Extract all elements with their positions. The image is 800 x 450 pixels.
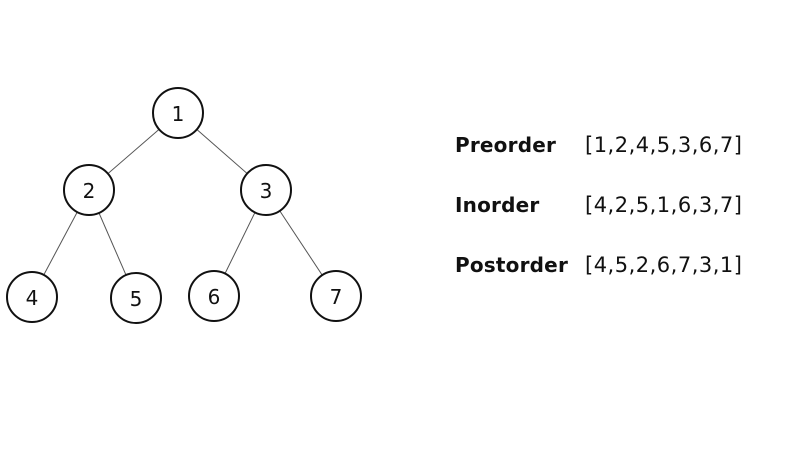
tree-node-label-4: 4 bbox=[26, 286, 39, 310]
inorder-values: [4,2,5,1,6,3,7] bbox=[585, 193, 743, 217]
binary-tree: 1 2 3 4 5 6 7 bbox=[6, 87, 362, 324]
traversal-row-inorder: Inorder [4,2,5,1,6,3,7] bbox=[455, 193, 755, 217]
tree-node-7: 7 bbox=[310, 270, 362, 322]
traversal-row-preorder: Preorder [1,2,4,5,3,6,7] bbox=[455, 133, 755, 157]
tree-node-4: 4 bbox=[6, 271, 58, 323]
tree-node-label-3: 3 bbox=[260, 179, 273, 203]
tree-node-circle-2 bbox=[63, 164, 115, 216]
traversal-row-postorder: Postorder [4,5,2,6,7,3,1] bbox=[455, 253, 755, 277]
tree-node-6: 6 bbox=[188, 270, 240, 322]
tree-node-circle-6 bbox=[188, 270, 240, 322]
tree-node-label-7: 7 bbox=[330, 285, 343, 309]
preorder-label: Preorder bbox=[455, 133, 557, 157]
tree-node-label-6: 6 bbox=[208, 285, 221, 309]
tree-node-circle-3 bbox=[240, 164, 292, 216]
tree-node-label-5: 5 bbox=[130, 287, 143, 311]
tree-node-circle-4 bbox=[6, 271, 58, 323]
postorder-values: [4,5,2,6,7,3,1] bbox=[585, 253, 743, 277]
tree-node-circle-7 bbox=[310, 270, 362, 322]
tree-node-1: 1 bbox=[152, 87, 204, 139]
preorder-values: [1,2,4,5,3,6,7] bbox=[585, 133, 743, 157]
tree-node-circle-5 bbox=[110, 272, 162, 324]
tree-node-5: 5 bbox=[110, 272, 162, 324]
tree-node-2: 2 bbox=[63, 164, 115, 216]
tree-node-label-1: 1 bbox=[172, 102, 185, 126]
traversal-list: Preorder [1,2,4,5,3,6,7] Inorder [4,2,5,… bbox=[455, 133, 755, 313]
tree-node-circle-1 bbox=[152, 87, 204, 139]
tree-node-label-2: 2 bbox=[83, 179, 96, 203]
postorder-label: Postorder bbox=[455, 253, 569, 277]
inorder-label: Inorder bbox=[455, 193, 540, 217]
tree-node-3: 3 bbox=[240, 164, 292, 216]
